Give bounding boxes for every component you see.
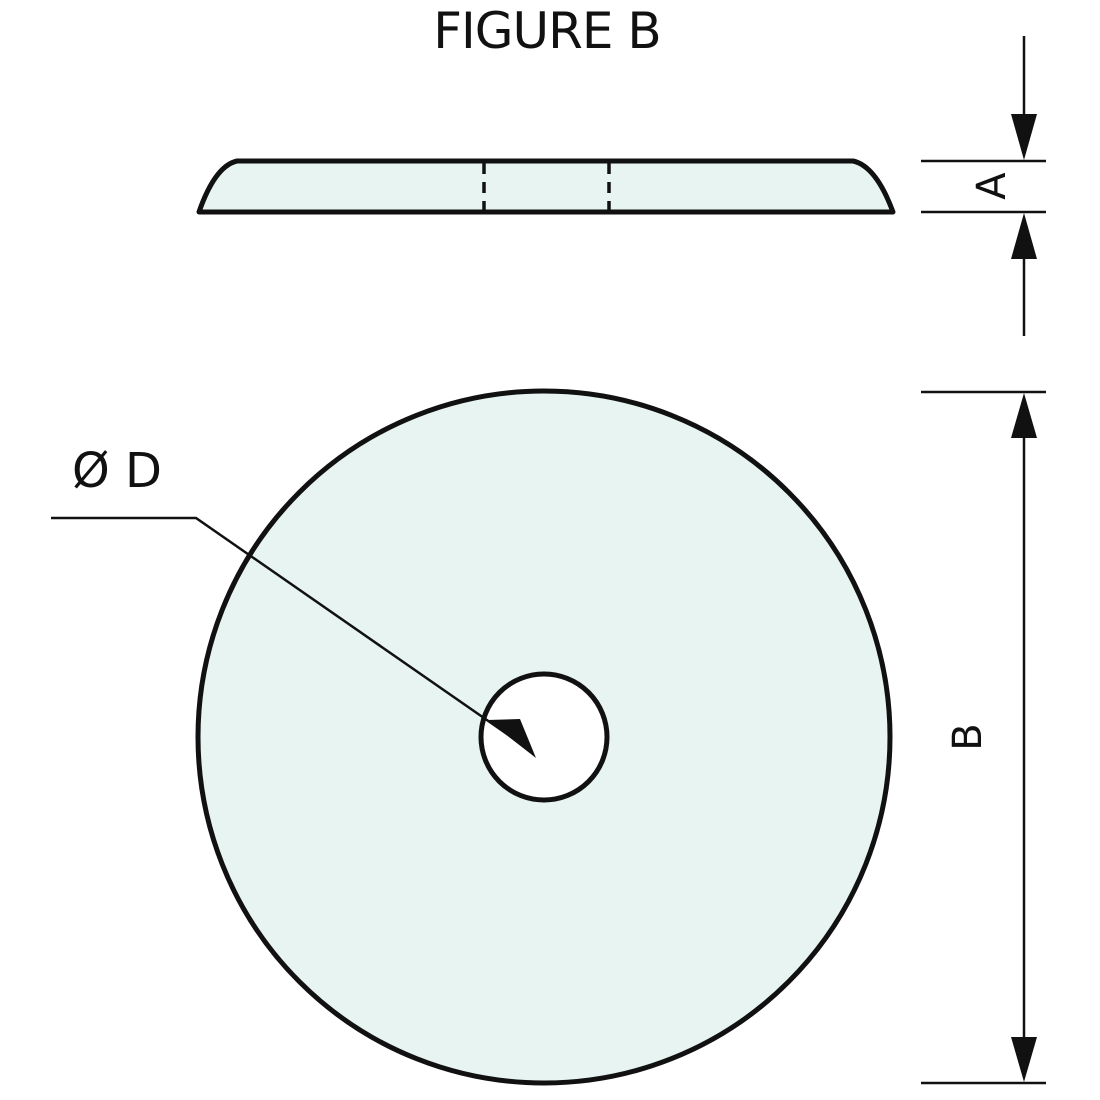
arrow-up-icon bbox=[1011, 213, 1037, 259]
arrow-up-icon bbox=[1011, 393, 1037, 438]
center-hole bbox=[478, 671, 610, 803]
arrow-down-icon bbox=[1011, 114, 1037, 160]
dimension-label-b: B bbox=[945, 723, 991, 750]
figure-title: FIGURE B bbox=[433, 2, 661, 60]
dimension-label-a: A bbox=[969, 172, 1015, 200]
dimension-d: Ø D bbox=[51, 443, 536, 758]
side-profile-view bbox=[196, 158, 896, 215]
side-profile-shape bbox=[196, 158, 896, 215]
leader-line-d bbox=[51, 516, 521, 745]
arrow-leader-icon bbox=[487, 719, 536, 758]
dimension-a: A bbox=[921, 36, 1046, 336]
arrow-down-icon bbox=[1011, 1037, 1037, 1082]
dimension-b: B bbox=[921, 390, 1046, 1085]
top-view bbox=[195, 388, 893, 1086]
dimension-label-d: Ø D bbox=[72, 443, 162, 499]
